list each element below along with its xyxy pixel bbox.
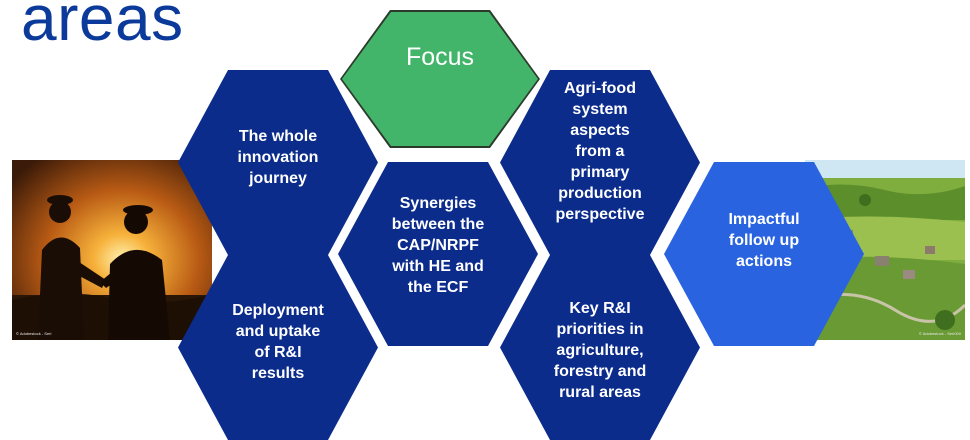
hex-follow-up-label: Impactful follow up actions	[728, 210, 800, 270]
focus-hexagon: Focus	[340, 10, 540, 148]
hex-key-priorities-label: Key R&I priorities in agriculture, fores…	[553, 300, 647, 401]
hex-synergies: Synergies between the CAP/NRPF with HE a…	[338, 162, 538, 346]
photo-credit-right: © Adobestock - Seri000	[918, 331, 961, 336]
hex-innovation-journey-label: The whole innovation journey	[237, 128, 319, 187]
photo-credit-left: © Adobestock - Seri	[16, 331, 52, 336]
hex-synergies-label: Synergies between the CAP/NRPF with HE a…	[391, 194, 485, 296]
hex-key-priorities: Key R&I priorities in agriculture, fores…	[500, 255, 700, 440]
hex-deployment-uptake: Deployment and uptake of R&I results	[178, 255, 378, 440]
page-title: l areas	[0, 0, 184, 54]
hex-agri-food-label: Agri-food system aspects from a primary …	[555, 80, 645, 223]
focus-label: Focus	[405, 42, 475, 71]
hex-deployment-uptake-label: Deployment and uptake of R&I results	[232, 301, 324, 382]
farmers-sunset-photo: © Adobestock - Seri	[12, 160, 212, 340]
